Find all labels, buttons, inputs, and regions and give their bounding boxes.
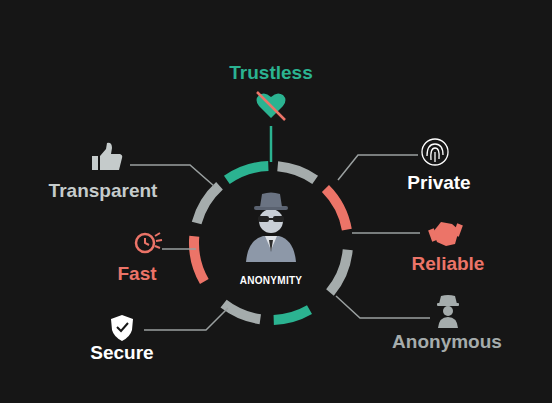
feature-label: Reliable: [412, 254, 485, 275]
thumbs-up-icon: [92, 143, 122, 170]
shield-icon: [111, 315, 133, 341]
clock-icon: [136, 233, 162, 252]
handshake-icon: [428, 222, 463, 246]
feature-label: Anonymous: [392, 332, 502, 353]
feature-label: Fast: [117, 264, 156, 285]
spy-icon: [246, 193, 296, 263]
center-label: ANONYMITY: [181, 275, 361, 286]
feature-label: Transparent: [49, 181, 158, 202]
segmented-ring: [162, 134, 380, 352]
feature-label: Private: [407, 173, 470, 194]
feature-label: Secure: [90, 343, 153, 364]
center-ring: ANONYMITY: [181, 153, 361, 333]
leader-lines: [130, 126, 430, 330]
feature-label: Trustless: [229, 63, 312, 84]
crossed-heart-icon: [257, 92, 286, 120]
anonymous-icon: [437, 295, 459, 328]
fingerprint-icon: [422, 139, 448, 165]
